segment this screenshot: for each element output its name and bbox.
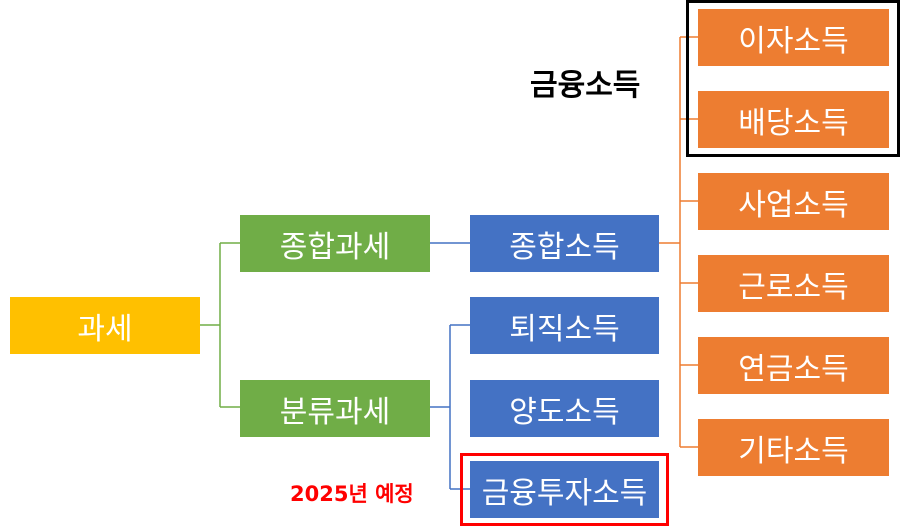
node-comprehensive-taxation: 종합과세 xyxy=(240,215,430,272)
financial-income-group-frame xyxy=(686,0,900,157)
income-connectors xyxy=(659,36,698,448)
node-capital-gains-income: 양도소득 xyxy=(470,380,659,437)
node-pension-income: 연금소득 xyxy=(698,337,889,394)
node-separate-taxation: 분류과세 xyxy=(240,380,430,437)
node-financial-investment-income: 금융투자소득 xyxy=(470,461,659,518)
root-connectors xyxy=(200,242,240,408)
scheduled-highlight-frame xyxy=(460,453,669,526)
node-earned-income: 근로소득 xyxy=(698,255,889,312)
node-comprehensive-income: 종합소득 xyxy=(470,215,659,272)
node-business-income: 사업소득 xyxy=(698,173,889,230)
financial-income-group-label: 금융소득 xyxy=(530,68,641,103)
scheduled-note: 2025년 예정 xyxy=(290,482,414,506)
node-other-income: 기타소득 xyxy=(698,419,889,476)
node-interest-income: 이자소득 xyxy=(698,9,889,66)
node-retirement-income: 퇴직소득 xyxy=(470,297,659,354)
node-root: 과세 xyxy=(10,297,200,354)
node-dividend-income: 배당소득 xyxy=(698,91,889,148)
